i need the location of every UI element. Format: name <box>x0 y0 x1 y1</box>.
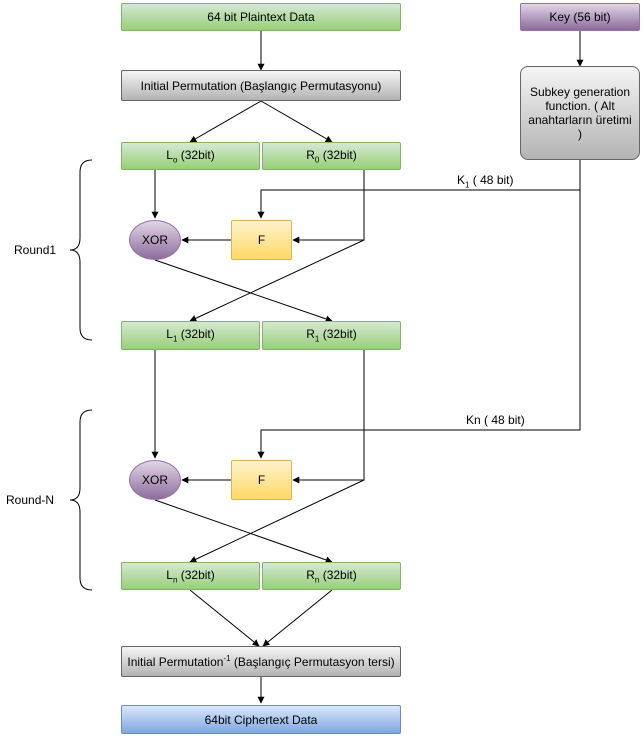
final-permutation-box: Initial Permutation-1 (Başlangıç Permuta… <box>121 646 401 677</box>
fn-box: F <box>231 460 292 500</box>
arrow-r0-l1 <box>189 239 365 322</box>
r0-label: R0 (32bit) <box>306 147 357 165</box>
ciphertext-label: 64bit Ciphertext Data <box>204 712 318 727</box>
arrow-ip-l0 <box>189 100 262 143</box>
arrow-xorn-rn <box>154 499 333 564</box>
round1-brace <box>69 159 93 341</box>
subkey-generation-label: Subkey generation function. ( Alt anahta… <box>528 85 632 141</box>
arrow-r0-f1 <box>292 170 365 244</box>
initial-permutation-label: Initial Permutation (Başlangıç Permutasy… <box>140 78 382 93</box>
roundn-brace <box>69 409 93 591</box>
xorn-node: XOR <box>129 460 181 500</box>
roundn-label: Round-N <box>6 493 55 507</box>
fn-label: F <box>257 473 266 487</box>
arrow-ip-r0 <box>260 100 333 143</box>
arrow-r1-ln <box>189 479 365 563</box>
r1-label: R1 (32bit) <box>306 327 357 344</box>
initial-permutation-box: Initial Permutation (Başlangıç Permutasy… <box>121 70 401 101</box>
ln-box: Ln (32bit) <box>121 562 260 590</box>
l0-box: Lo (32bit) <box>121 142 260 170</box>
arrow-r1-fn <box>292 350 365 484</box>
xor1-node: XOR <box>129 220 181 260</box>
arrow-k1-f1 <box>257 160 581 219</box>
l0-label: Lo (32bit) <box>166 147 215 165</box>
round1-label: Round1 <box>14 243 57 257</box>
arrow-ln-fp <box>189 589 260 647</box>
ciphertext-box: 64bit Ciphertext Data <box>121 705 401 734</box>
k1-label: K1 ( 48 bit) <box>457 173 514 190</box>
key-box: Key (56 bit) <box>520 3 640 31</box>
final-permutation-label: Initial Permutation-1 (Başlangıç Permuta… <box>127 654 395 669</box>
arrow-xor1-r1 <box>154 259 333 323</box>
l1-label: L1 (32bit) <box>166 327 215 344</box>
rn-box: Rn (32bit) <box>262 562 401 590</box>
f1-box: F <box>231 220 292 260</box>
xorn-label: XOR <box>141 473 168 487</box>
l1-box: L1 (32bit) <box>121 321 260 350</box>
xor1-label: XOR <box>141 233 168 247</box>
key-label: Key (56 bit) <box>549 10 611 24</box>
ln-label: Ln (32bit) <box>166 567 215 585</box>
rn-label: Rn (32bit) <box>306 567 357 585</box>
arrow-rn-fp <box>262 589 333 647</box>
arrow-kn-fn <box>257 190 581 459</box>
f1-label: F <box>257 233 266 247</box>
r0-box: R0 (32bit) <box>262 142 401 170</box>
kn-label: Kn ( 48 bit) <box>466 413 525 427</box>
plaintext-label: 64 bit Plaintext Data <box>207 10 315 24</box>
subkey-generation-box: Subkey generation function. ( Alt anahta… <box>520 66 640 160</box>
plaintext-box: 64 bit Plaintext Data <box>121 3 401 31</box>
r1-box: R1 (32bit) <box>262 321 401 350</box>
